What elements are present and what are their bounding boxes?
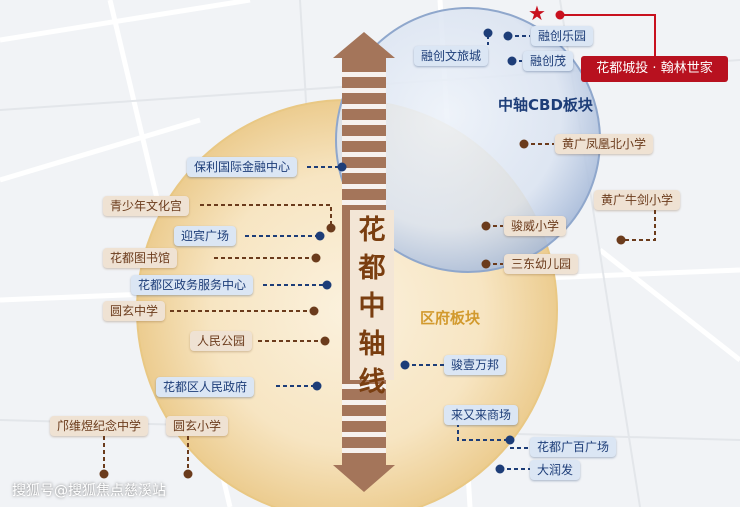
- axis-title: 花 都 中 轴 线: [357, 212, 387, 402]
- poi-yingbin-square[interactable]: 迎宾广场: [174, 226, 237, 246]
- poi-rongchuang-mao[interactable]: 融创茂: [523, 51, 574, 71]
- poi-yuanxuan-middle-school[interactable]: 圆玄中学: [103, 301, 166, 321]
- poi-rongchuang-culture-city[interactable]: 融创文旅城: [414, 46, 489, 66]
- connector-lines: [103, 14, 656, 474]
- axis-title-char: 花: [358, 215, 386, 246]
- poi-huangguang-niujian-school[interactable]: 黄广牛剑小学: [594, 190, 681, 210]
- dot-gov: [312, 381, 322, 391]
- poi-yuanxuan-primary-school[interactable]: 圆玄小学: [166, 416, 229, 436]
- line-laiyoulai: [457, 423, 510, 441]
- government-zone-label: 区府板块: [420, 309, 481, 327]
- dot-youth-palace: [326, 223, 336, 233]
- poi-huangguang-fenghuang-north-school[interactable]: 黄广凤凰北小学: [555, 134, 654, 154]
- dot-admin: [322, 280, 332, 290]
- dot-yingbin: [315, 231, 325, 241]
- dot-peoples-park: [320, 336, 330, 346]
- poi-laiyoulai-mall[interactable]: 来又来商场: [444, 405, 519, 425]
- cbd-zone-label: 中轴CBD板块: [498, 96, 593, 114]
- axis-title-char: 轴: [358, 329, 386, 360]
- poi-rongchuang-paradise[interactable]: 融创乐园: [531, 26, 594, 46]
- dot-yuanxuan-primary: [183, 469, 193, 479]
- line-project: [560, 14, 656, 56]
- poi-huadu-baihuo-plaza[interactable]: 花都广百广场: [530, 437, 617, 457]
- dot-niujian: [616, 235, 626, 245]
- dot-darunfa: [495, 464, 505, 474]
- road-5: [598, 248, 740, 362]
- dot-rongchuang-culture: [483, 28, 493, 38]
- poi-darunfa[interactable]: 大润发: [530, 460, 581, 480]
- poi-admin-service-center[interactable]: 花都区政务服务中心: [131, 275, 254, 295]
- poi-youth-palace[interactable]: 青少年文化宫: [103, 196, 190, 216]
- dot-library: [311, 253, 321, 263]
- road-1: [0, 0, 251, 43]
- dot-yuanxuan-middle: [309, 306, 319, 316]
- watermark: 搜狐号@搜狐焦点慈溪站: [12, 483, 166, 499]
- poi-junwei-school[interactable]: 骏威小学: [504, 216, 567, 236]
- dot-qiweixu: [99, 469, 109, 479]
- line-niujian: [621, 210, 656, 241]
- axis-title-panel: [350, 210, 394, 380]
- dot-project: [555, 10, 565, 20]
- dot-sandong: [481, 259, 491, 269]
- dot-rongchuang-paradise: [503, 31, 513, 41]
- endpoint-dots: [99, 10, 626, 479]
- dot-junyi: [400, 360, 410, 370]
- poi-huadu-library[interactable]: 花都图书馆: [103, 248, 178, 268]
- dot-fenghuang: [519, 139, 529, 149]
- axis-arrow-up: [333, 32, 395, 58]
- axis-title-char: 都: [358, 253, 386, 284]
- dot-junwei: [481, 221, 491, 231]
- axis-title-char: 中: [358, 291, 386, 322]
- dot-laiyoulai: [505, 435, 515, 445]
- dot-poly: [337, 162, 347, 172]
- project-label[interactable]: 花都城投 · 翰林世家: [581, 56, 728, 82]
- project-star-icon: ★: [528, 1, 546, 25]
- axis-title-char: 线: [358, 367, 386, 398]
- poi-qiweixu-middle-school[interactable]: 邝维煜纪念中学: [50, 416, 149, 436]
- axis-stripes: [342, 72, 386, 453]
- road-6: [0, 117, 201, 183]
- central-axis-arrow: [333, 32, 395, 492]
- poi-sandong-kindergarten[interactable]: 三东幼儿园: [504, 254, 579, 274]
- axis-arrow-down: [333, 465, 395, 492]
- poi-junyi-wanbang[interactable]: 骏壹万邦: [444, 355, 507, 375]
- poi-poly-finance-center[interactable]: 保利国际金融中心: [187, 157, 298, 177]
- line-youth-palace: [200, 204, 332, 228]
- dot-rongchuang-mao: [507, 56, 517, 66]
- poi-district-government[interactable]: 花都区人民政府: [156, 377, 255, 397]
- poi-peoples-park[interactable]: 人民公园: [190, 331, 253, 351]
